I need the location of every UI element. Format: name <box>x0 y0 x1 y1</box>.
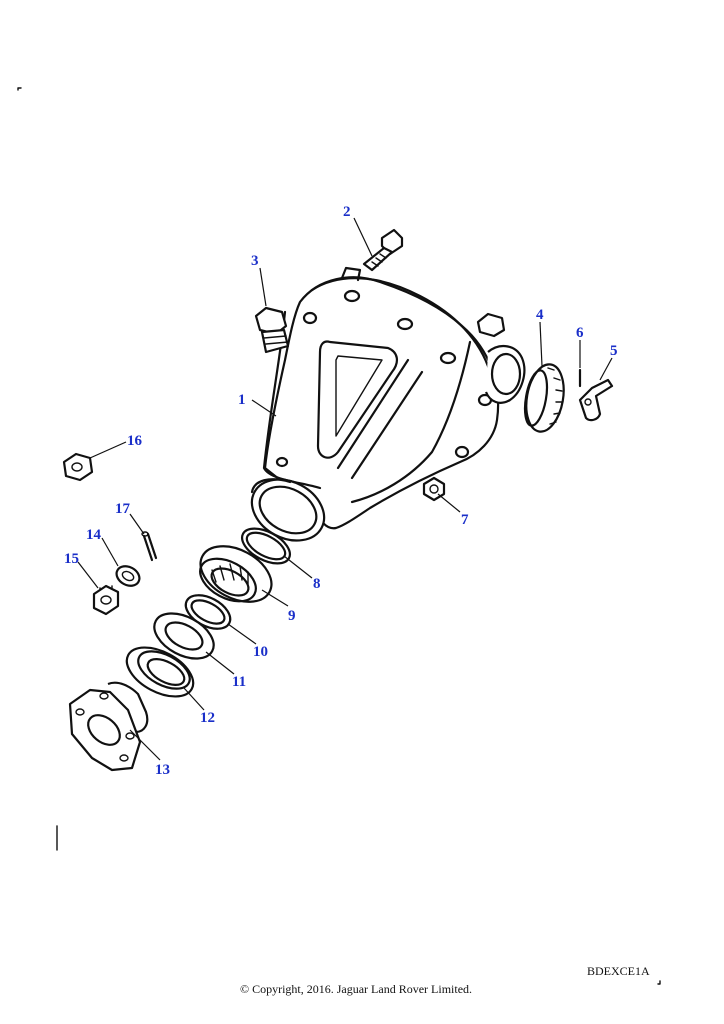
washer <box>115 565 141 587</box>
bolt <box>362 228 404 272</box>
callout-17: 17 <box>115 501 131 517</box>
callout-8: 8 <box>313 576 321 592</box>
differential-housing <box>250 266 526 542</box>
callout-15: 15 <box>64 551 79 567</box>
corner-mark <box>17 87 22 91</box>
leader-lines <box>77 217 613 761</box>
callout-16: 16 <box>127 433 143 449</box>
callout-4: 4 <box>536 307 544 323</box>
callout-9: 9 <box>288 608 296 624</box>
corner-mark <box>657 980 661 985</box>
output-flange <box>68 681 149 772</box>
hex-nut <box>62 452 94 482</box>
split-pin <box>141 531 158 562</box>
oil-seal <box>153 612 215 660</box>
drain-plug <box>254 306 290 354</box>
taper-bearing <box>199 545 273 603</box>
castle-nut <box>92 584 120 616</box>
callout-11: 11 <box>232 674 246 690</box>
callout-10: 10 <box>253 644 268 660</box>
callout-6: 6 <box>576 325 584 341</box>
callout-5: 5 <box>610 343 618 359</box>
copyright-notice: © Copyright, 2016. Jaguar Land Rover Lim… <box>239 982 473 996</box>
callout-14: 14 <box>86 527 102 543</box>
callout-2: 2 <box>343 204 351 220</box>
callout-7: 7 <box>461 512 469 528</box>
callout-3: 3 <box>251 253 259 269</box>
callout-numbers: 1 2 3 4 5 6 7 8 9 10 11 12 13 14 15 16 1… <box>64 204 618 778</box>
callout-12: 12 <box>200 710 215 726</box>
callout-1: 1 <box>238 392 246 408</box>
adjuster-nut <box>523 363 565 433</box>
dust-shield <box>125 646 195 698</box>
lock-tab <box>578 378 614 422</box>
callout-13: 13 <box>155 762 170 778</box>
figure-code: BDEXCE1A <box>587 964 650 978</box>
